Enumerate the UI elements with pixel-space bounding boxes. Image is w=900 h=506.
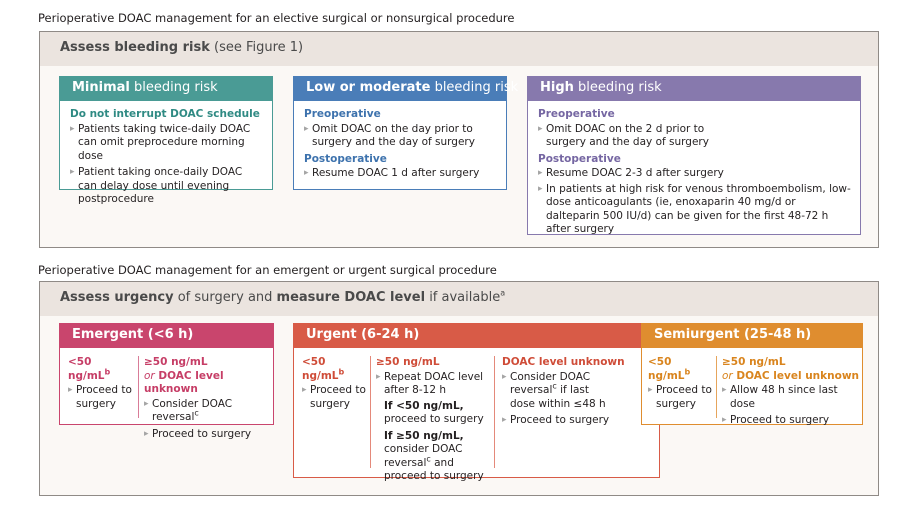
high-card-title: High bleeding risk [528,77,860,101]
urgent-lt50-item: Proceed to surgery [302,384,370,411]
urgent-ge50-label: ≥50 ng/mL [376,356,440,368]
low-pre-item: Omit DOAC on the day prior to surgery an… [304,123,498,150]
emergent-ge50-label: ≥50 ng/mL [144,356,208,368]
minimal-bleeding-risk-card: Minimal bleeding risk Do not interrupt D… [59,76,273,205]
urgent-lt50-label: <50 ng/mLb [302,356,345,382]
urgent-if-ge50: If ≥50 ng/mL, consider DOAC reversalc an… [384,429,484,483]
urgent-proceed-item: Proceed to surgery [502,414,652,428]
minimal-item-2: Patient taking once-daily DOAC can delay… [70,166,264,207]
emergent-lt50-label: <50 ng/mLb [68,356,111,382]
urgent-panel: Assess urgency of surgery and measure DO… [39,281,879,496]
emergent-reversal-item: Consider DOAC reversalc [144,398,272,425]
emergent-card-title: Emergent (<6 h) [60,324,273,348]
urgent-reversal-item: Consider DOAC reversalc if last dose wit… [502,371,606,412]
high-preoperative-label: Preoperative [538,108,615,120]
assess-urgency-header: Assess urgency of surgery and measure DO… [40,282,878,316]
urgent-unknown-label: DOAC level unknown [502,356,625,368]
minimal-subheading: Do not interrupt DOAC schedule [70,108,260,120]
minimal-card-title: Minimal bleeding risk [60,77,272,101]
high-pre-item: Omit DOAC on the 2 d prior to surgery an… [538,123,738,150]
semiurgent-lt50-item: Proceed to surgery [648,384,716,411]
urgent-section-title: Perioperative DOAC management for an eme… [38,263,497,277]
emergent-lt50-item: Proceed to surgery [68,384,136,411]
high-post-item-2: In patients at high risk for venous thro… [538,183,852,237]
low-postoperative-label: Postoperative [304,152,387,165]
semiurgent-allow-item: Allow 48 h since last dose [722,384,860,411]
minimal-item-1: Patients taking twice-daily DOAC can omi… [70,123,264,164]
high-post-item-1: Resume DOAC 2-3 d after surgery [538,167,852,181]
semiurgent-lt50-label: <50 ng/mLb [648,356,691,382]
semiurgent-proceed-item: Proceed to surgery [722,414,860,428]
assess-bleeding-risk-header: Assess bleeding risk (see Figure 1) [40,32,878,66]
semiurgent-unknown-label: or DOAC level unknown [722,369,859,382]
semiurgent-card-title: Semiurgent (25-48 h) [642,324,862,348]
high-postoperative-label: Postoperative [538,152,621,165]
emergent-proceed-item: Proceed to surgery [144,428,272,442]
low-card-title: Low or moderate bleeding risk [294,77,518,101]
urgent-card: Urgent (6-24 h) <50 ng/mLb Proceed to su… [293,323,660,482]
emergent-card: Emergent (<6 h) <50 ng/mLb Proceed to su… [59,323,274,441]
urgent-if-lt50: If <50 ng/mL,proceed to surgery [384,399,484,426]
semiurgent-card: Semiurgent (25-48 h) <50 ng/mLb Proceed … [641,323,863,428]
emergent-unknown-label: or DOAC level unknown [144,369,224,396]
semiurgent-ge50-label: ≥50 ng/mL [722,356,786,368]
high-bleeding-risk-card: High bleeding risk Preoperative Omit DOA… [527,76,861,235]
low-post-item: Resume DOAC 1 d after surgery [304,167,498,181]
low-moderate-bleeding-risk-card: Low or moderate bleeding risk Preoperati… [293,76,518,190]
elective-panel: Assess bleeding risk (see Figure 1) Mini… [39,31,879,248]
low-preoperative-label: Preoperative [304,108,381,120]
elective-section-title: Perioperative DOAC management for an ele… [38,11,515,25]
urgent-repeat-item: Repeat DOAC level after 8-12 h [376,371,494,398]
urgent-card-title: Urgent (6-24 h) [294,324,659,348]
